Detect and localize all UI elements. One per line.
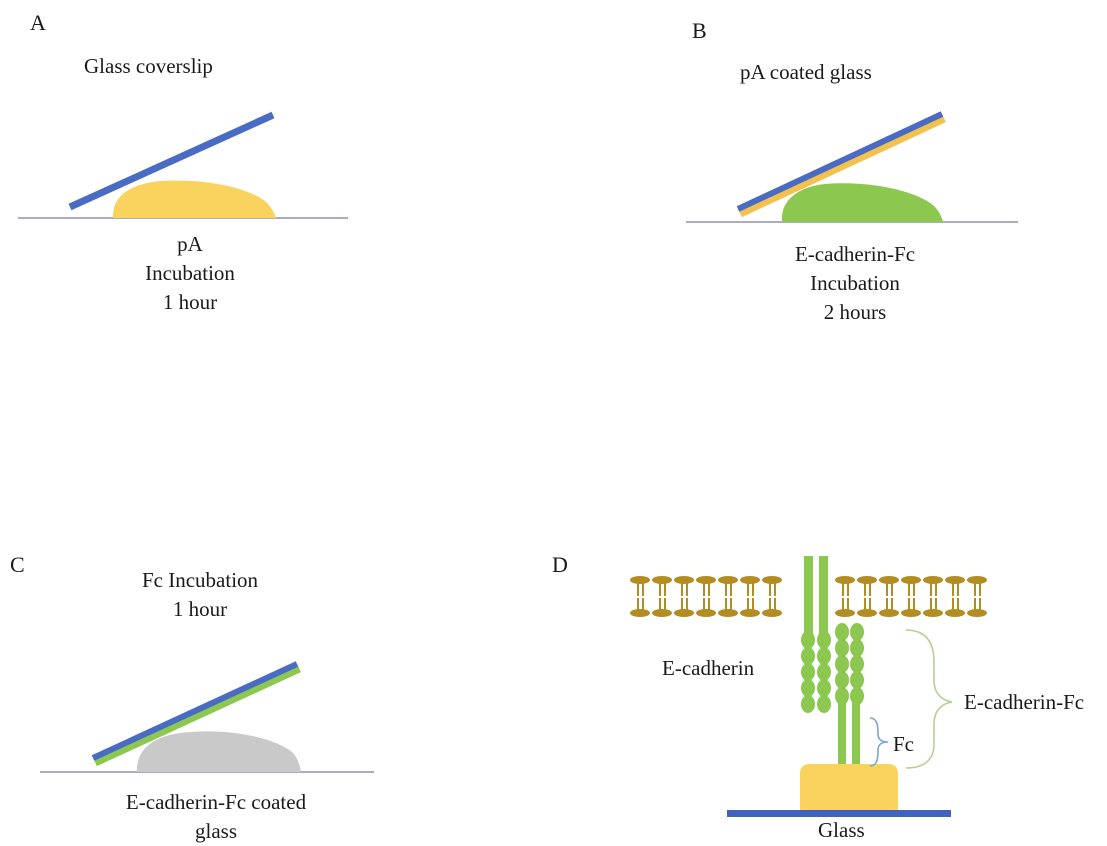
lipid-head — [901, 609, 921, 617]
ecadherin-domain — [801, 679, 815, 697]
lipid-head — [718, 576, 738, 584]
panel-c-caption: E-cadherin-Fc coated glass — [96, 788, 336, 846]
fc-rod — [852, 700, 860, 766]
ecadherin-fc-domain — [850, 623, 864, 641]
panel-a-caption: pA Incubation 1 hour — [120, 230, 260, 317]
panel-a-caption-line: pA — [177, 232, 203, 256]
ecadherin-fc-domain — [850, 655, 864, 673]
lipid-head — [945, 576, 965, 584]
ecadherin-tm-rod — [819, 556, 828, 634]
lipid-head — [967, 576, 987, 584]
ecadherin-fc-domain — [835, 655, 849, 673]
fc-label: Fc — [893, 732, 914, 756]
lipid-head — [901, 576, 921, 584]
lipid-head — [923, 609, 943, 617]
ecadherin-fc-brace — [905, 629, 953, 769]
panel-c-ecad-coating — [93, 663, 301, 767]
panel-c-letter: C — [10, 552, 25, 577]
ecadherin-domain — [817, 679, 831, 697]
lipid-head — [857, 576, 877, 584]
ecadherin-domain — [817, 695, 831, 713]
lipid-head — [857, 609, 877, 617]
ecadherin-domain — [817, 631, 831, 649]
panel-a-letter: A — [30, 10, 46, 35]
ecadherin-fc-domain — [835, 671, 849, 689]
panel-c-coverslip — [91, 661, 299, 761]
ecadherin-domain — [801, 631, 815, 649]
lipid-head — [740, 576, 760, 584]
lipid-head — [718, 609, 738, 617]
panel-b-coverslip — [736, 111, 944, 212]
panel-a-coverslip — [68, 111, 275, 211]
panel-b-letter: B — [692, 18, 707, 43]
panel-b-caption-line: Incubation — [810, 271, 900, 295]
lipid-head — [696, 576, 716, 584]
ecadherin-domain — [801, 647, 815, 665]
panel-a-title: Glass coverslip — [84, 54, 213, 78]
ecadherin-fc-domains — [835, 623, 864, 705]
glass-label: Glass — [818, 818, 865, 842]
lipid-head — [835, 609, 855, 617]
lipid-head — [762, 576, 782, 584]
panel-b-caption-line: E-cadherin-Fc — [794, 242, 916, 266]
ecadherin-domain — [817, 647, 831, 665]
lipid-head — [674, 609, 694, 617]
ecadherin-domains — [801, 631, 831, 713]
ecadherin-domain — [801, 695, 815, 713]
panel-c-caption-line: glass — [195, 819, 237, 843]
lipid-head — [879, 609, 899, 617]
panel-b-caption: E-cadherin-Fc Incubation 2 hours — [760, 240, 950, 327]
ecadherin-domain — [817, 663, 831, 681]
cell-membrane — [630, 576, 987, 617]
ecadherin-fc-domain — [835, 639, 849, 657]
lipid-head — [762, 609, 782, 617]
lipid-head — [967, 609, 987, 617]
panel-d-letter: D — [552, 552, 568, 577]
ecadherin-fc-domain — [850, 639, 864, 657]
panel-c-title: Fc Incubation 1 hour — [110, 566, 290, 624]
panel-b-caption-line: 2 hours — [823, 300, 887, 324]
panel-b-title: pA coated glass — [740, 60, 872, 84]
lipid-head — [835, 576, 855, 584]
panel-a-pa-droplet — [112, 180, 277, 218]
lipid-head — [652, 576, 672, 584]
panel-c-title-line: 1 hour — [172, 597, 228, 621]
lipid-head — [945, 609, 965, 617]
ecadherin-tm-rod — [804, 556, 813, 634]
fc-brace — [869, 717, 889, 767]
ecadherin-fc-domain — [850, 671, 864, 689]
ecadherin-label: E-cadherin — [662, 656, 755, 680]
lipid-head — [652, 609, 672, 617]
panel-b-pa-coating — [738, 113, 946, 218]
panel-c-caption-line: E-cadherin-Fc coated — [125, 790, 307, 814]
lipid-head — [696, 609, 716, 617]
panel-a-caption-line: 1 hour — [162, 290, 218, 314]
panel-a-caption-line: Incubation — [145, 261, 235, 285]
lipid-head — [923, 576, 943, 584]
lipid-head — [740, 609, 760, 617]
lipid-head — [630, 576, 650, 584]
panel-c-fc-droplet — [136, 731, 301, 772]
panel-b-ecad-droplet — [781, 183, 943, 222]
lipid-head — [674, 576, 694, 584]
lipid-head — [630, 609, 650, 617]
ecadherin-fc-label: E-cadherin-Fc — [964, 690, 1085, 714]
panel-c-title-line: Fc Incubation — [141, 568, 259, 592]
ecadherin-fc-domain — [835, 623, 849, 641]
ecadherin-domain — [801, 663, 815, 681]
lipid-head — [879, 576, 899, 584]
fc-rod — [838, 700, 846, 766]
pa-block — [800, 764, 898, 812]
glass-slab — [727, 810, 951, 817]
